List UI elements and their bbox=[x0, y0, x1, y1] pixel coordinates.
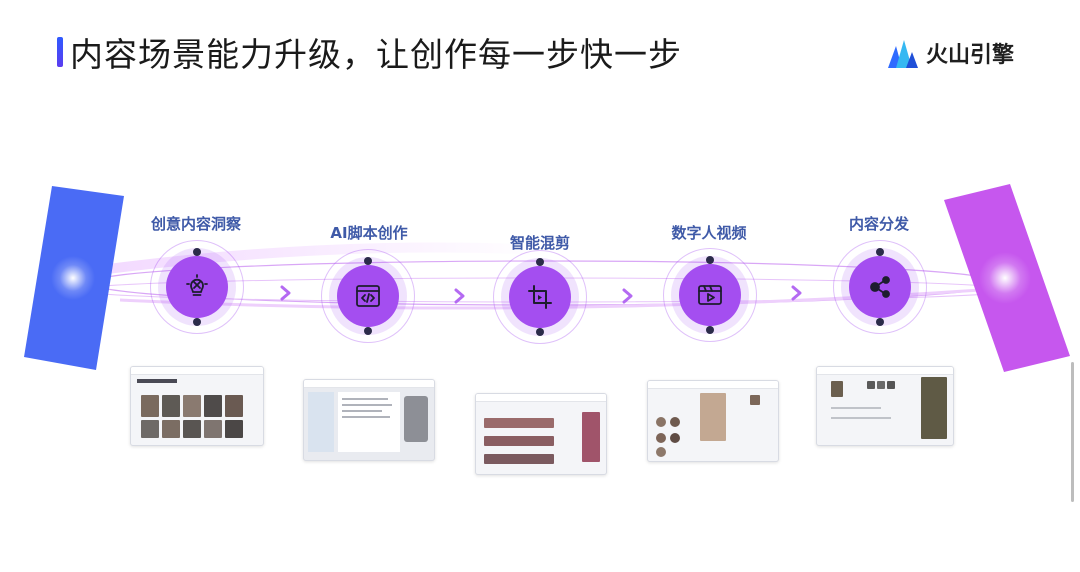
video-play-icon bbox=[698, 285, 722, 305]
screenshot-edit bbox=[475, 393, 607, 475]
volcano-logo-icon bbox=[888, 40, 918, 68]
node-dot bbox=[706, 256, 714, 264]
lightbulb-icon bbox=[186, 274, 208, 296]
brand-name: 火山引擎 bbox=[926, 43, 1015, 68]
step-ring bbox=[150, 240, 244, 334]
step-ring bbox=[493, 250, 587, 344]
step-ring bbox=[663, 248, 757, 342]
node-dot bbox=[193, 248, 201, 256]
screenshot-script bbox=[303, 379, 435, 461]
screenshot-insight bbox=[130, 366, 264, 446]
crop-icon bbox=[528, 285, 552, 309]
step-label-script: AI脚本创作 bbox=[330, 224, 408, 242]
node-dot bbox=[193, 318, 201, 326]
step-node-insight[interactable] bbox=[166, 256, 228, 318]
node-dot bbox=[364, 327, 372, 335]
step-node-edit[interactable] bbox=[509, 266, 571, 328]
step-label-distribution: 内容分发 bbox=[848, 215, 910, 233]
node-dot bbox=[536, 328, 544, 336]
step-node-script[interactable] bbox=[337, 265, 399, 327]
step-label-avatar: 数字人视频 bbox=[671, 224, 747, 242]
title-accent-bar bbox=[57, 37, 63, 67]
code-window-icon bbox=[356, 285, 380, 307]
step-label-edit: 智能混剪 bbox=[509, 234, 571, 252]
node-dot bbox=[876, 248, 884, 256]
step-node-avatar[interactable] bbox=[679, 264, 741, 326]
node-dot bbox=[706, 326, 714, 334]
step-node-distribution[interactable] bbox=[849, 256, 911, 318]
screenshot-distribution bbox=[816, 366, 954, 446]
step-ring bbox=[321, 249, 415, 343]
share-icon bbox=[870, 276, 890, 298]
node-dot bbox=[876, 318, 884, 326]
scrollbar[interactable] bbox=[1071, 362, 1074, 502]
node-dot bbox=[536, 258, 544, 266]
node-dot bbox=[364, 257, 372, 265]
step-label-insight: 创意内容洞察 bbox=[150, 215, 242, 233]
screenshot-avatar bbox=[647, 380, 779, 462]
step-ring bbox=[833, 240, 927, 334]
brand-logo: 火山引擎 bbox=[886, 33, 1014, 73]
page-title: 内容场景能力升级，让创作每一步快一步 bbox=[70, 35, 682, 74]
